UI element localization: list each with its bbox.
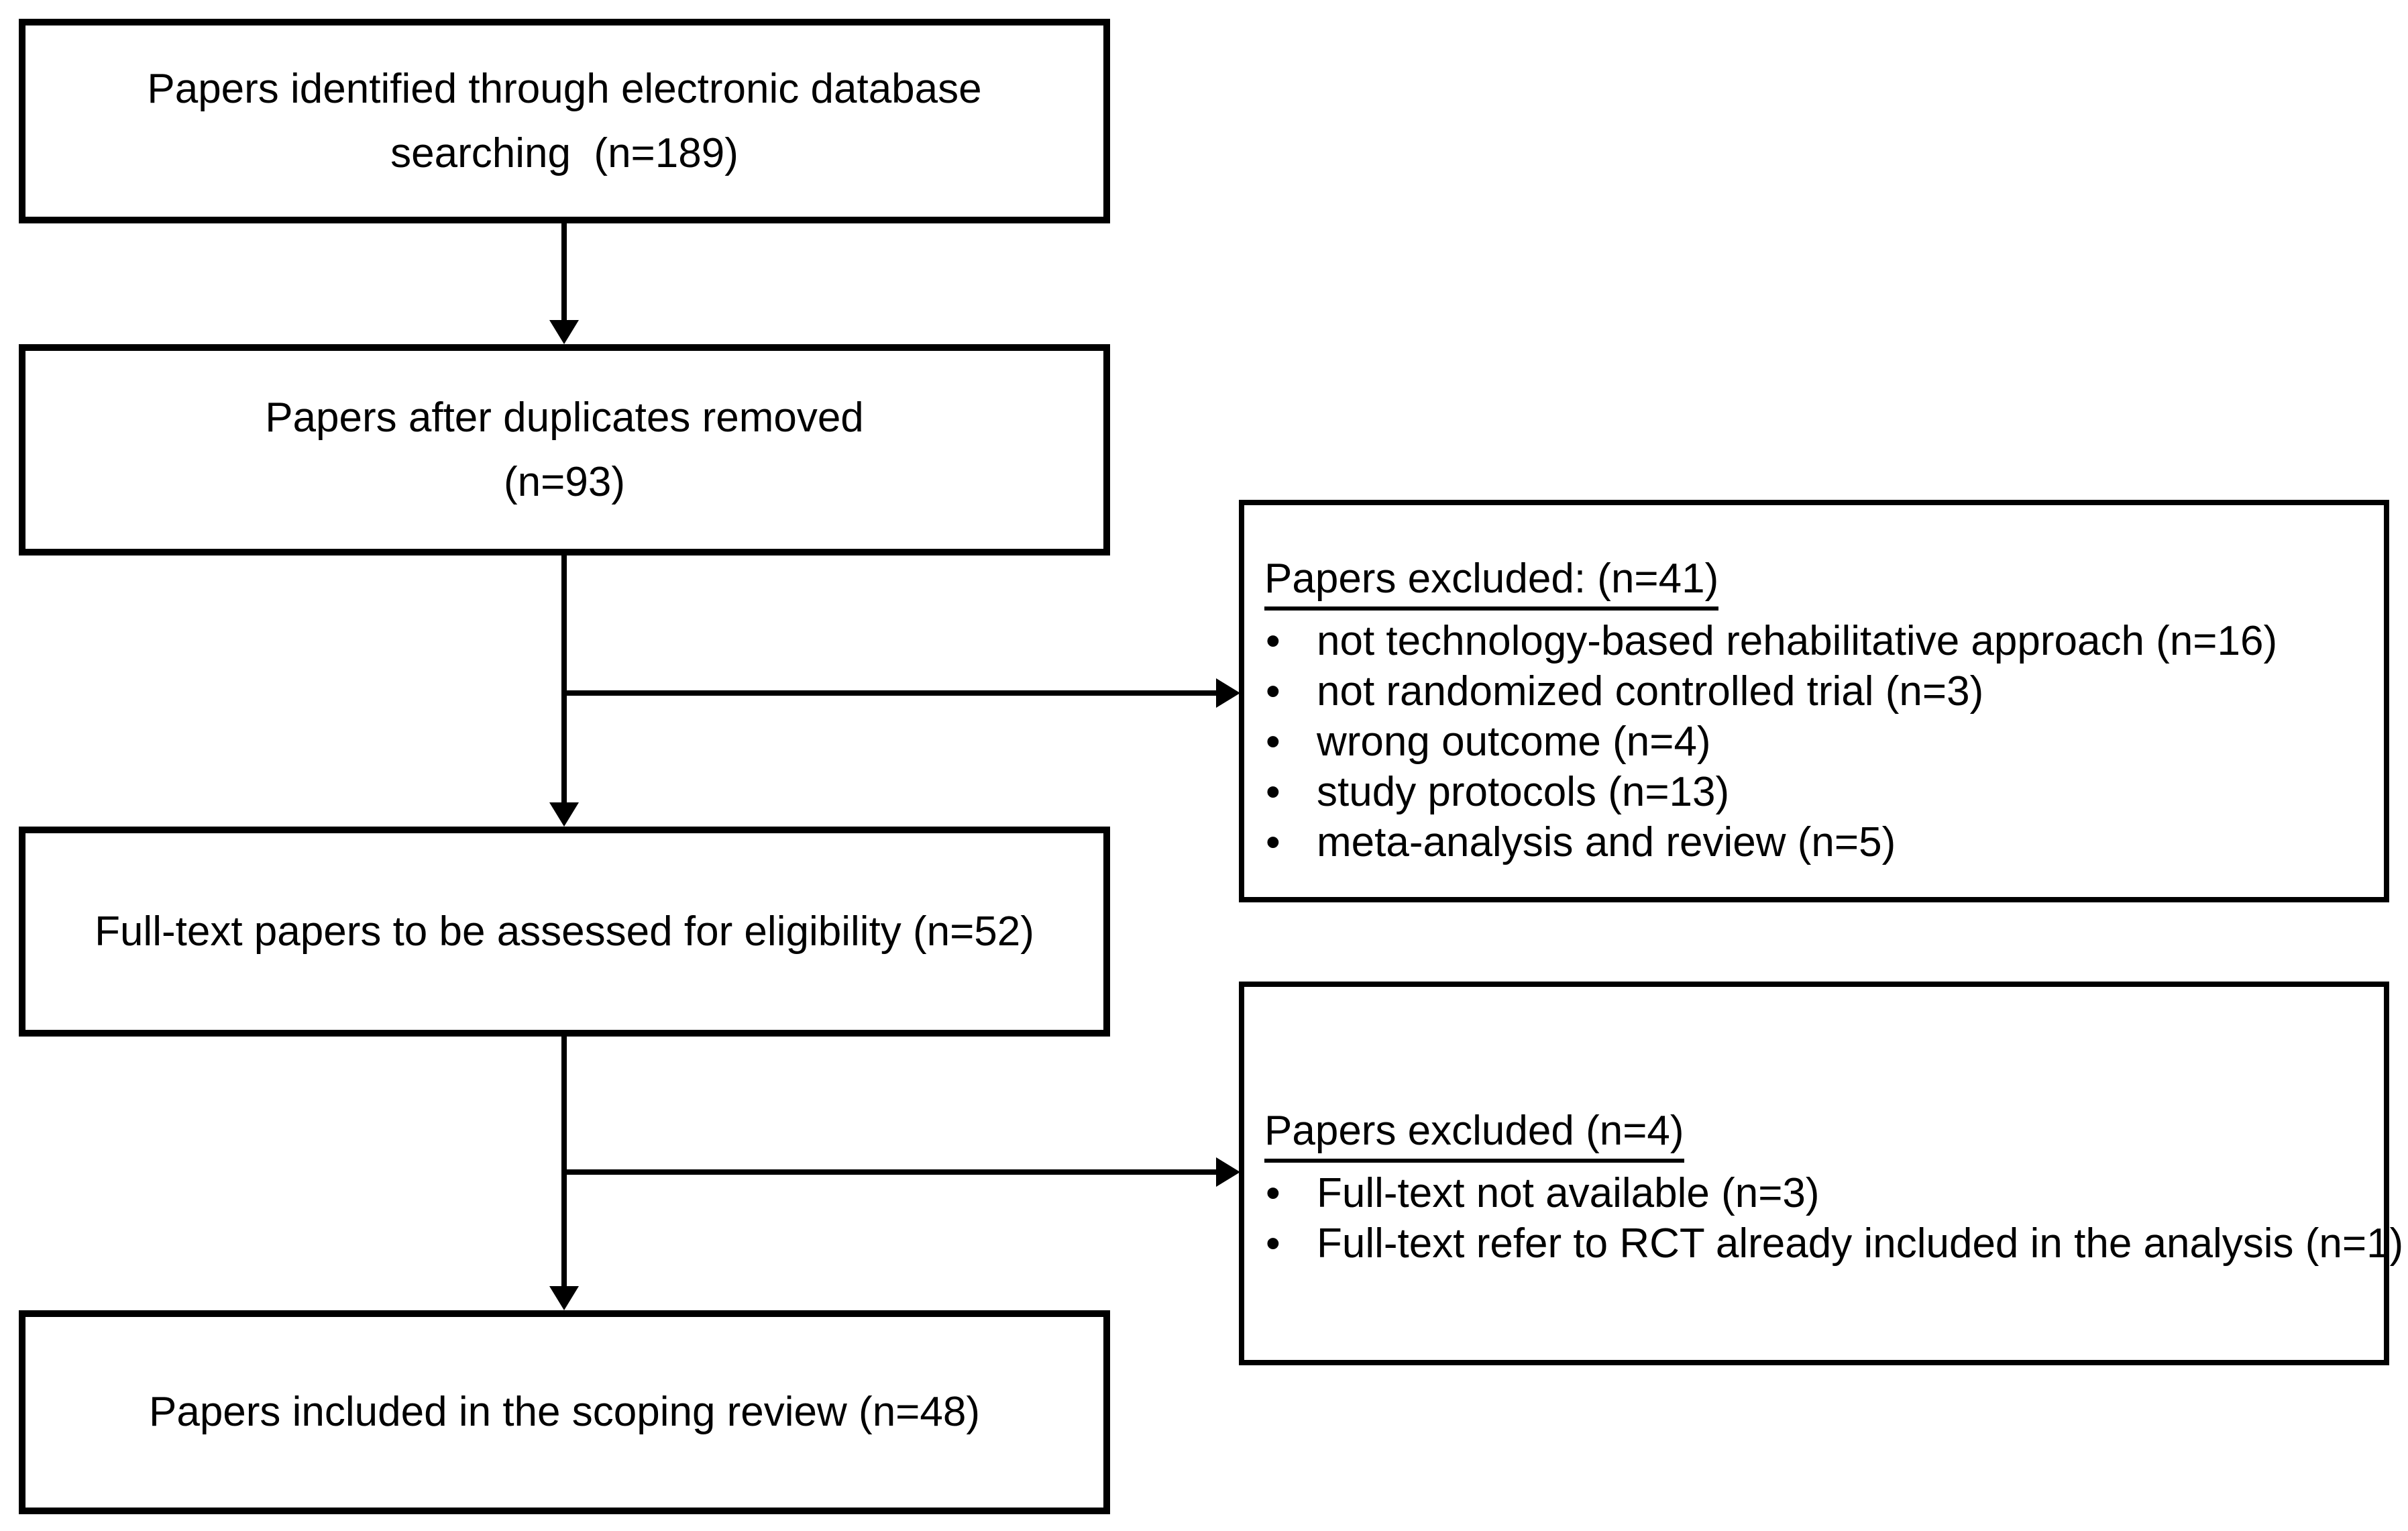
box-papers-included: Papers included in the scoping review (n… <box>19 1310 1110 1514</box>
excluded-fulltext-item: Full-text not available (n=3) <box>1264 1168 2370 1218</box>
box-duplicates-removed-line1: Papers after duplicates removed <box>265 394 864 441</box>
excluded-screening-item: meta-analysis and review (n=5) <box>1264 817 2370 867</box>
box-fulltext-eligibility-text: Full-text papers to be assessed for elig… <box>95 908 1034 955</box>
arrow-right-icon <box>1216 1157 1240 1187</box>
box-papers-included-text: Papers included in the scoping review (n… <box>148 1389 980 1435</box>
arrow-down-icon <box>549 1286 579 1310</box>
excluded-fulltext-item: Full-text refer to RCT already included … <box>1264 1218 2403 1269</box>
box-papers-identified-line1: Papers identified through electronic dat… <box>147 65 982 112</box>
excluded-screening-item: wrong outcome (n=4) <box>1264 717 2370 767</box>
excluded-screening-item: not randomized controlled trial (n=3) <box>1264 666 2370 717</box>
arrow-down-icon <box>549 802 579 827</box>
connector-branch-to-excluded-2 <box>564 1169 1217 1175</box>
box-duplicates-removed-line2: (n=93) <box>504 458 625 505</box>
arrow-right-icon <box>1216 678 1240 708</box>
excluded-fulltext-title: Papers excluded (n=4) <box>1264 1106 1684 1163</box>
connector-fulltext-to-included <box>561 1037 567 1287</box>
box-papers-identified-line2: searching (n=189) <box>390 129 738 176</box>
connector-duplicates-to-fulltext <box>561 556 567 804</box>
excluded-screening-item: not technology-based rehabilitative appr… <box>1264 616 2370 666</box>
excluded-screening-title: Papers excluded: (n=41) <box>1264 553 1719 611</box>
box-fulltext-eligibility: Full-text papers to be assessed for elig… <box>19 827 1110 1037</box>
connector-branch-to-excluded-1 <box>564 690 1217 696</box>
arrow-down-icon <box>549 320 579 344</box>
box-papers-excluded-screening: Papers excluded: (n=41) not technology-b… <box>1239 500 2389 902</box>
excluded-fulltext-list: Full-text not available (n=3) Full-text … <box>1264 1168 2403 1269</box>
excluded-screening-item: study protocols (n=13) <box>1264 767 2370 817</box>
excluded-screening-list: not technology-based rehabilitative appr… <box>1264 616 2370 867</box>
box-papers-excluded-fulltext: Papers excluded (n=4) Full-text not avai… <box>1239 982 2403 1365</box>
connector-identified-to-duplicates <box>561 223 567 321</box>
box-duplicates-removed: Papers after duplicates removed (n=93) <box>19 344 1110 556</box>
box-papers-identified: Papers identified through electronic dat… <box>19 19 1110 223</box>
